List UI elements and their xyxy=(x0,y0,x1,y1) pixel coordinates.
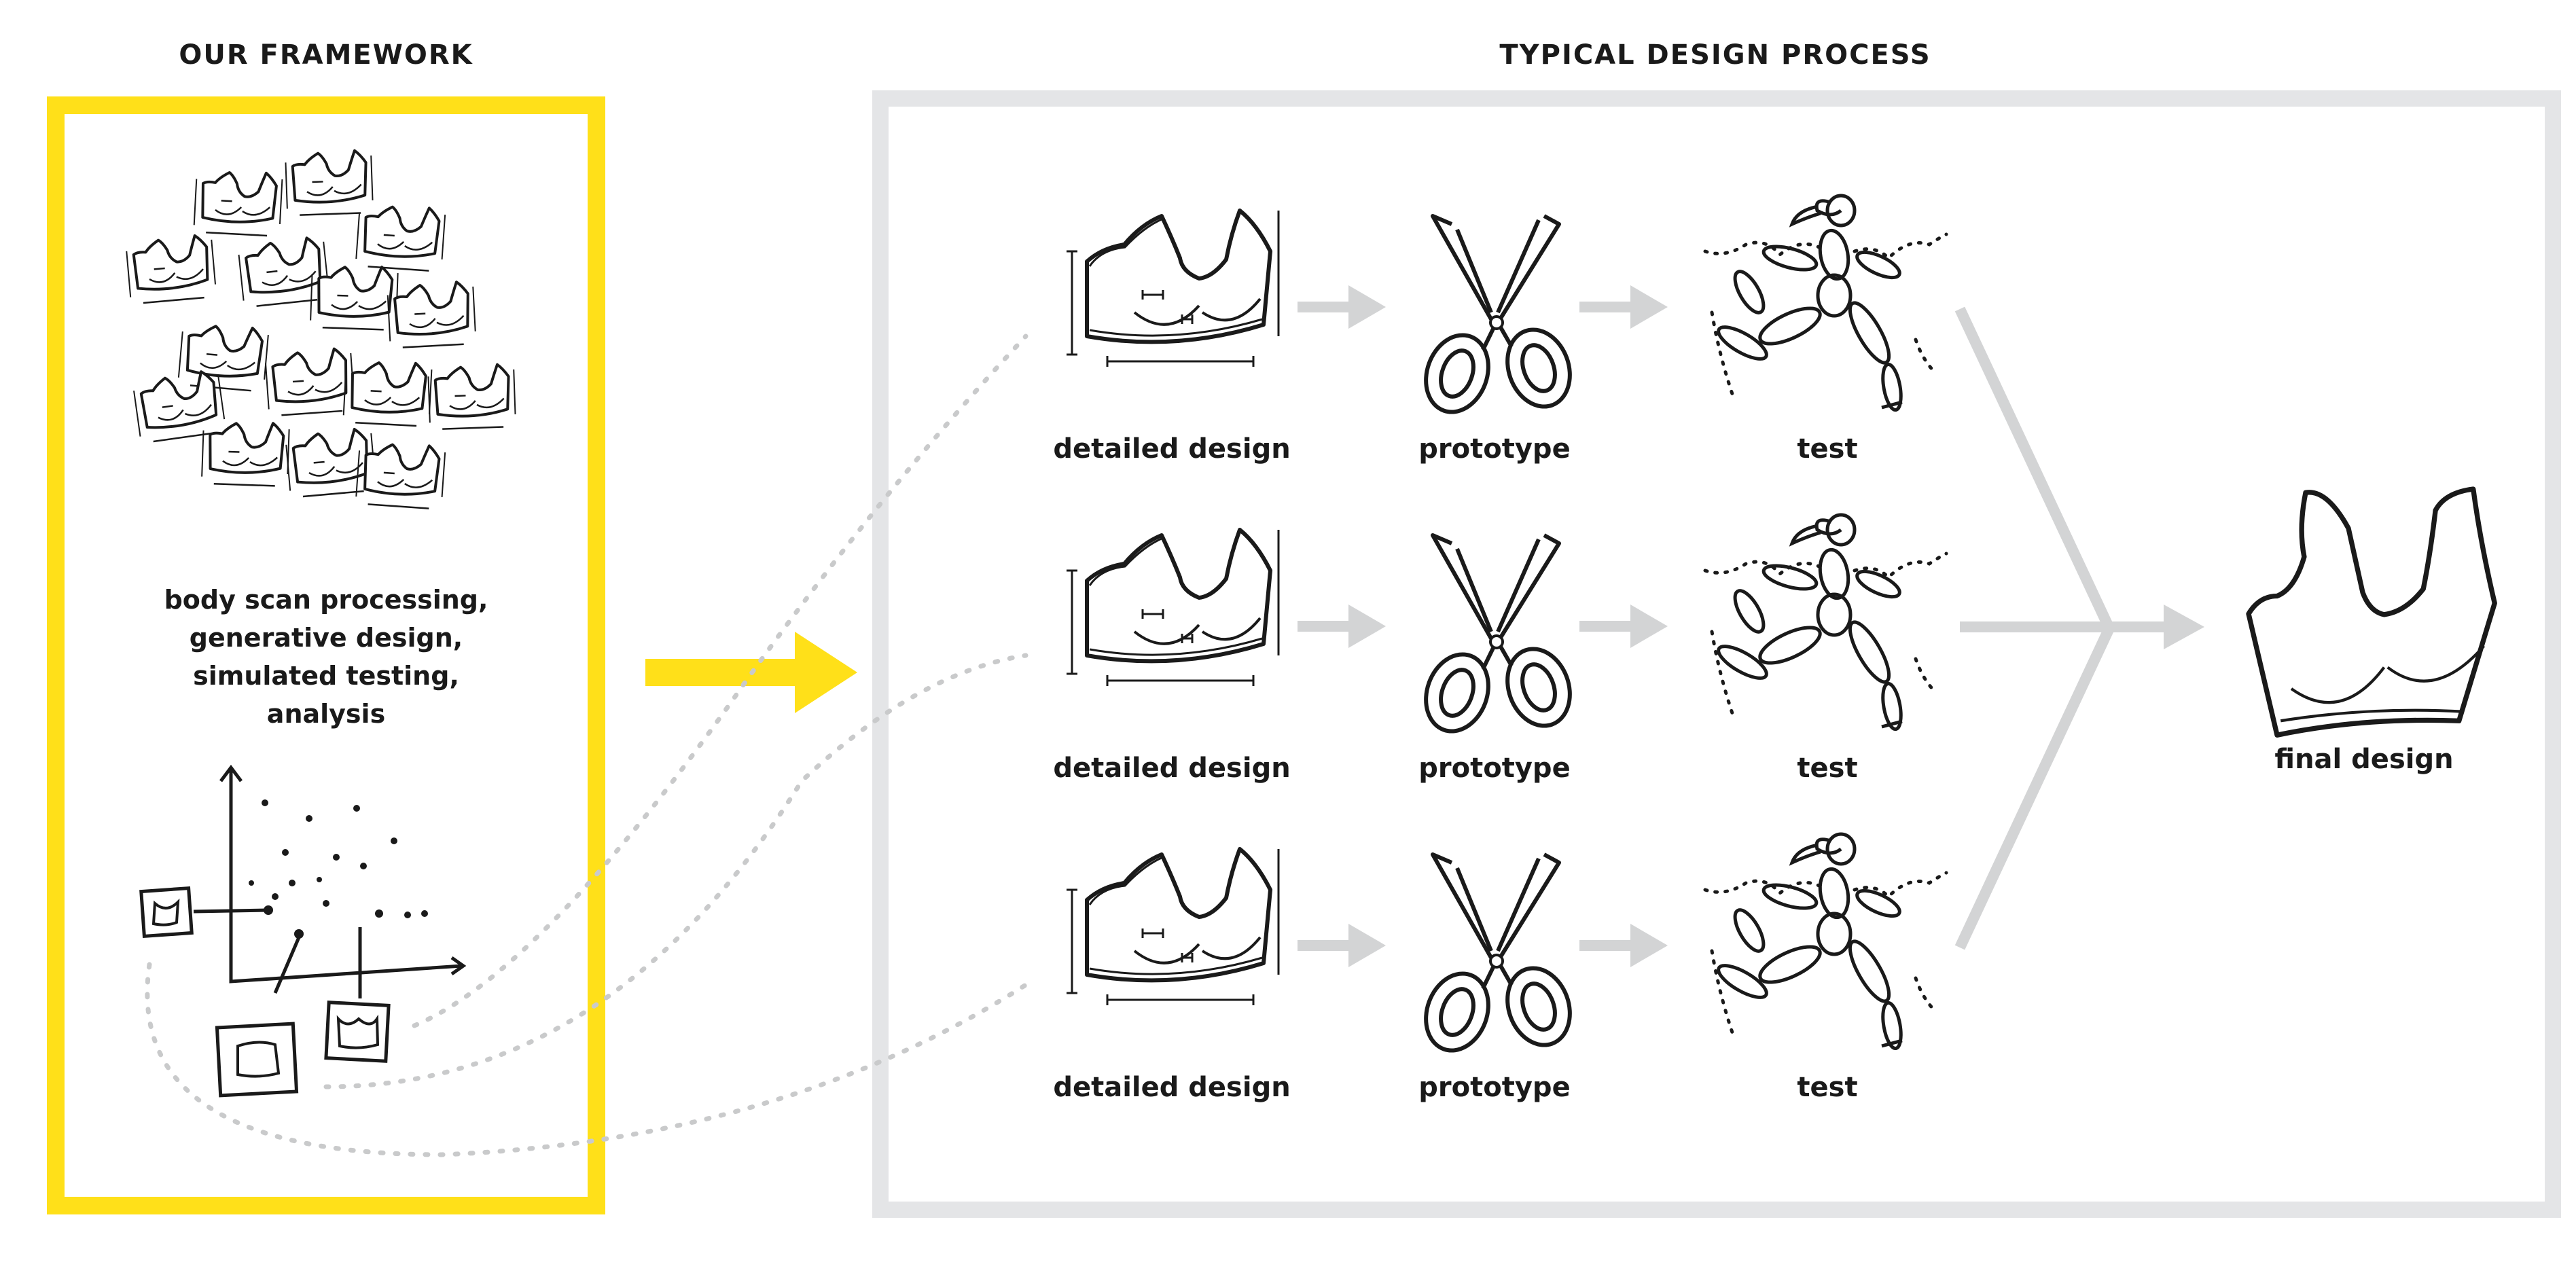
runner-icon xyxy=(1705,834,1946,1050)
runner-icon xyxy=(1705,515,1946,731)
bra-sketch-icon xyxy=(1067,211,1278,367)
test-label: test xyxy=(1797,753,1858,784)
bra-sketch-icon xyxy=(1067,849,1278,1005)
test-label: test xyxy=(1797,1072,1858,1103)
process-box xyxy=(872,90,2561,1218)
test-label: test xyxy=(1797,433,1858,465)
framework-description: body scan processing, generative design,… xyxy=(136,581,516,733)
framework-title: OUR FRAMEWORK xyxy=(179,39,473,71)
runner-icon xyxy=(1705,196,1946,412)
framework-description-line: body scan processing, xyxy=(164,585,488,615)
detailed-design-label: detailed design xyxy=(1053,433,1291,465)
final-design-label: final design xyxy=(2274,744,2454,775)
scissors-icon xyxy=(1416,216,1580,421)
framework-description-line: analysis xyxy=(266,699,386,729)
scissors-icon xyxy=(1416,854,1580,1060)
scissors-icon xyxy=(1416,535,1580,740)
final-design-icon xyxy=(2246,486,2497,738)
framework-description-line: simulated testing, xyxy=(193,661,459,691)
prototype-label: prototype xyxy=(1418,1072,1571,1103)
scatter-plot-icon xyxy=(141,768,463,1096)
yellow-arrow-icon xyxy=(645,632,857,713)
dotted-connectors xyxy=(145,333,1028,1157)
framework-description-line: generative design, xyxy=(189,623,463,653)
prototype-label: prototype xyxy=(1418,753,1571,784)
process-title: TYPICAL DESIGN PROCESS xyxy=(1499,39,1931,71)
detailed-design-label: detailed design xyxy=(1053,753,1291,784)
generated-designs-cluster xyxy=(124,150,516,511)
converging-lines xyxy=(1954,306,2204,950)
framework-box xyxy=(47,96,605,1214)
bra-sketch-icon xyxy=(1067,530,1278,686)
detailed-design-label: detailed design xyxy=(1053,1072,1291,1103)
step-arrows xyxy=(1298,285,1668,967)
prototype-label: prototype xyxy=(1418,433,1571,465)
